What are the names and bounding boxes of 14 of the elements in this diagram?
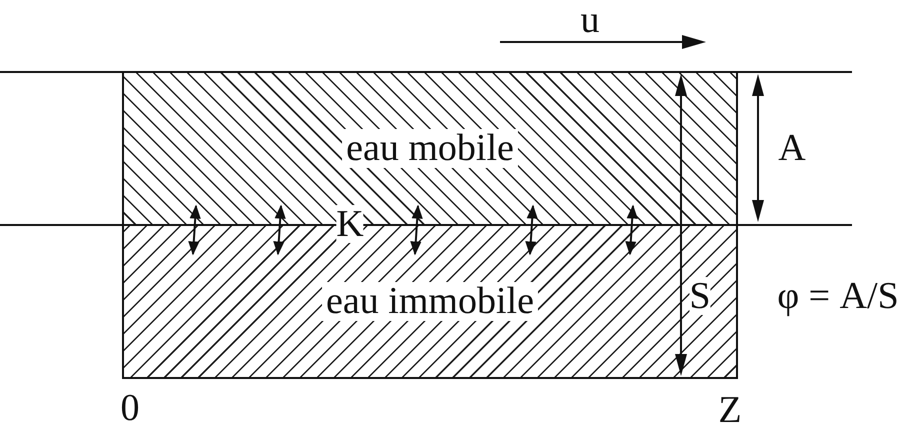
layer-label: eau immobile bbox=[322, 282, 538, 322]
exchange-arrow bbox=[273, 204, 286, 256]
symbol-label: Z bbox=[718, 391, 742, 429]
symbol-label: u bbox=[580, 1, 600, 39]
symbol-label: A bbox=[778, 129, 806, 167]
symbol-label: K bbox=[336, 205, 364, 243]
symbol-label: S bbox=[689, 277, 711, 315]
exchange-arrow bbox=[410, 204, 423, 256]
exchange-arrow bbox=[525, 204, 538, 256]
layer-label: eau mobile bbox=[342, 128, 518, 168]
exchange-arrow bbox=[625, 204, 638, 256]
symbol-label: φ = A/S bbox=[777, 277, 899, 315]
exchange-arrow bbox=[188, 204, 201, 256]
symbol-label: 0 bbox=[120, 389, 140, 427]
